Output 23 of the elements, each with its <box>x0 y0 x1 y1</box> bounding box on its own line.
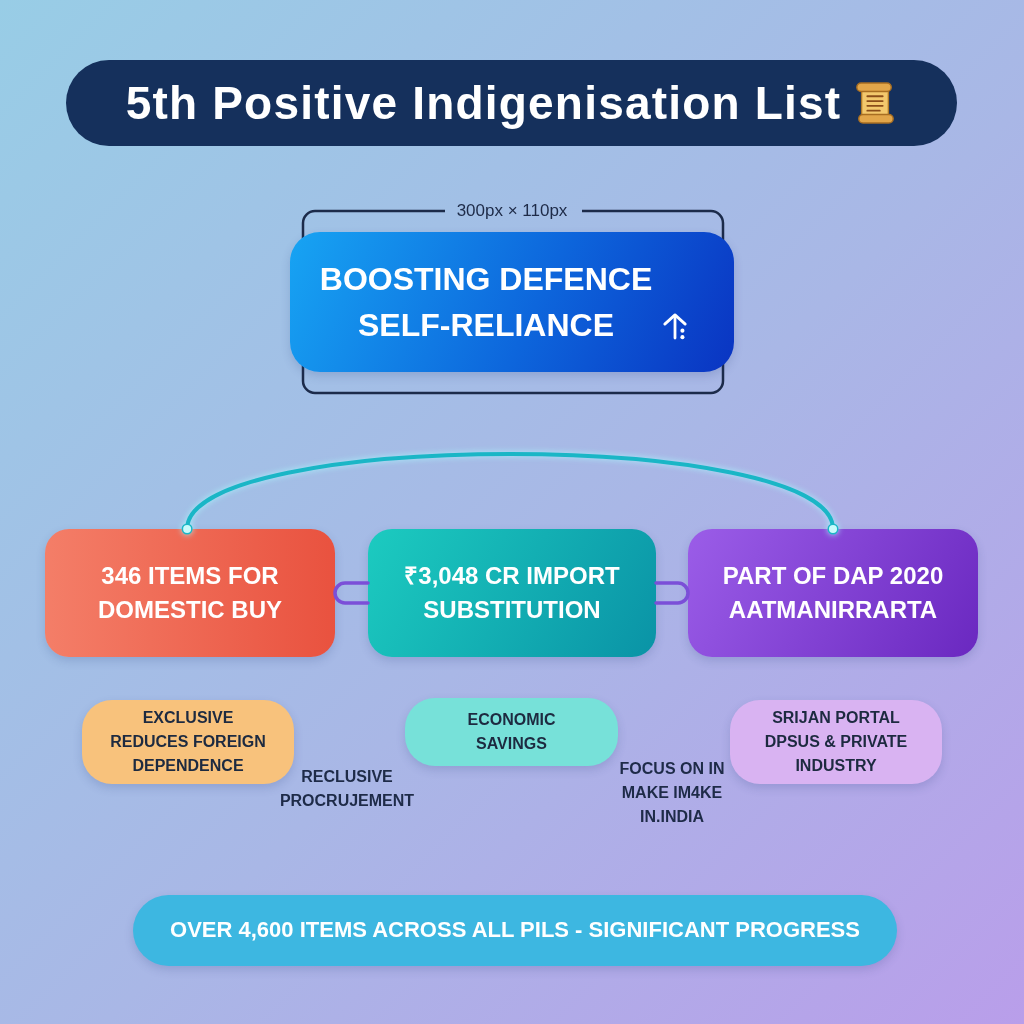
note-card <box>405 698 618 766</box>
curved-connector <box>181 452 839 535</box>
stat-card <box>368 529 656 657</box>
title-text: 5th Positive Indigenisation List <box>125 76 842 130</box>
link-connector <box>333 581 370 605</box>
stat-text: ₹3,048 CR IMPORT SUBSTITUTION <box>403 561 621 625</box>
note-card <box>82 700 294 784</box>
floating-note: FOCUS ON IN MAKE IM4KE IN.INDIA <box>618 759 726 827</box>
headline-text: BOOSTING DEFENCE SELF-RELIANCE <box>318 259 654 345</box>
stat-text: PART OF DAP 2020 AATMANIRRARTA <box>721 561 945 625</box>
headline-card <box>290 232 734 372</box>
note-card <box>730 700 942 784</box>
summary-banner <box>133 895 897 966</box>
link-connector <box>654 581 690 605</box>
note-text: EXCLUSIVE REDUCES FOREIGN DEPENDENCE <box>109 708 267 776</box>
note-text: SRIJAN PORTAL DPSUS & PRIVATE INDUSTRY <box>763 708 909 776</box>
dimension-label: 300px × 110px <box>455 200 569 222</box>
note-text: ECONOMIC SAVINGS <box>466 710 557 754</box>
summary-text: OVER 4,600 ITEMS ACROSS ALL PILS - SIGNIFICANT PROGRESS <box>170 916 860 945</box>
stat-card <box>45 529 335 657</box>
floating-note: RECLUSIVE PROCRUJEMENT <box>278 767 416 811</box>
stat-text: 346 ITEMS FOR DOMESTIC BUY <box>97 561 283 625</box>
stat-card <box>688 529 978 657</box>
